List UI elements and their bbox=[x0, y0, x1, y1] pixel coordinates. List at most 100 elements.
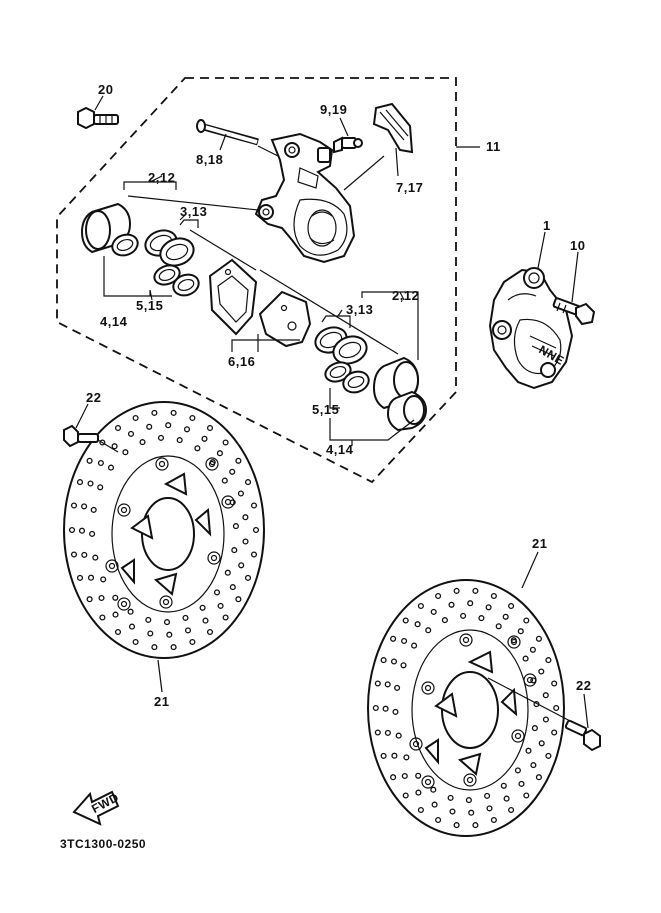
drilled-hole bbox=[147, 630, 154, 637]
drilled-hole bbox=[81, 551, 88, 558]
drilled-hole bbox=[414, 621, 421, 628]
callout-21-top: 21 bbox=[532, 536, 547, 551]
drilled-hole bbox=[415, 789, 422, 796]
drilled-hole bbox=[430, 786, 437, 793]
callout-22-left: 22 bbox=[86, 390, 101, 405]
drilled-hole bbox=[411, 642, 418, 649]
caliper-assembly: NNE bbox=[488, 267, 574, 390]
drilled-hole bbox=[401, 637, 408, 645]
callout-6-16: 6,16 bbox=[228, 354, 255, 369]
drilled-hole bbox=[535, 635, 542, 642]
drilled-hole bbox=[530, 762, 537, 769]
drilled-hole bbox=[165, 422, 172, 429]
drilled-hole bbox=[229, 468, 236, 475]
drilled-hole bbox=[235, 457, 242, 464]
drilled-hole bbox=[538, 668, 545, 675]
bolt-20 bbox=[77, 106, 119, 130]
callout-5-15-left: 5,15 bbox=[136, 298, 163, 313]
drilled-hole bbox=[374, 729, 381, 736]
drilled-hole bbox=[86, 457, 93, 464]
drilled-hole bbox=[170, 409, 177, 416]
drilled-hole bbox=[460, 612, 467, 619]
disc-bolt-left bbox=[63, 424, 99, 448]
drilled-hole bbox=[127, 608, 134, 615]
bolt-10 bbox=[552, 297, 596, 326]
drilled-hole bbox=[384, 729, 391, 736]
drilled-hole bbox=[182, 614, 189, 621]
drilled-hole bbox=[128, 623, 136, 630]
callout-2-12-right: 2,12 bbox=[392, 288, 419, 303]
drilled-hole bbox=[70, 502, 78, 509]
drilled-hole bbox=[514, 767, 521, 774]
drilled-hole bbox=[431, 801, 438, 808]
drilled-hole bbox=[374, 680, 381, 687]
drilled-hole bbox=[551, 729, 558, 736]
callout-4-14-right: 4,14 bbox=[326, 442, 354, 457]
drilled-hole bbox=[502, 613, 509, 620]
callout-22-right: 22 bbox=[576, 678, 591, 693]
brake-pad-outer bbox=[208, 258, 258, 336]
drilled-hole bbox=[112, 611, 119, 618]
drilled-hole bbox=[213, 589, 221, 596]
drilled-hole bbox=[542, 716, 549, 723]
drilled-hole bbox=[163, 619, 171, 626]
drilled-hole bbox=[402, 617, 409, 624]
drilled-hole bbox=[472, 822, 479, 829]
drilled-hole bbox=[99, 614, 106, 621]
drilled-hole bbox=[390, 635, 397, 642]
drilled-hole bbox=[199, 604, 206, 611]
drilled-hole bbox=[542, 692, 549, 699]
drilled-hole bbox=[235, 596, 242, 603]
drilled-hole bbox=[551, 680, 558, 687]
drilled-hole bbox=[238, 562, 245, 569]
drilled-hole bbox=[206, 424, 214, 432]
callout-4-14-left: 4,14 bbox=[100, 314, 128, 329]
callout-7-17: 7,17 bbox=[396, 180, 423, 195]
drilled-hole bbox=[392, 708, 399, 715]
caliper-assembly-boundary bbox=[56, 77, 457, 484]
drilled-hole bbox=[132, 638, 139, 646]
drilled-hole bbox=[216, 450, 223, 457]
drilled-hole bbox=[403, 754, 410, 761]
drilled-hole bbox=[87, 574, 95, 581]
drilled-hole bbox=[415, 772, 422, 779]
drilled-hole bbox=[531, 725, 538, 732]
drilled-hole bbox=[231, 547, 238, 554]
drilled-hole bbox=[242, 538, 249, 545]
drilled-hole bbox=[92, 554, 99, 561]
drilled-hole bbox=[449, 808, 456, 815]
drilled-hole bbox=[518, 780, 525, 787]
drilled-hole bbox=[517, 628, 524, 635]
callout-8-18: 8,18 bbox=[196, 152, 223, 167]
callout-3-13-left: 3,13 bbox=[180, 204, 207, 219]
drilled-hole bbox=[447, 794, 454, 801]
drilled-hole bbox=[478, 615, 485, 622]
drilled-hole bbox=[81, 503, 88, 510]
brake-disc-right bbox=[367, 579, 565, 837]
bleed-screw bbox=[333, 136, 363, 154]
drilled-hole bbox=[465, 797, 472, 804]
drilled-hole bbox=[545, 657, 552, 664]
diagram-code: 3TC1300-0250 bbox=[60, 837, 146, 851]
drilled-hole bbox=[244, 479, 252, 486]
callout-2-12-left: 2,12 bbox=[148, 170, 175, 185]
drilled-hole bbox=[111, 443, 118, 450]
drilled-hole bbox=[472, 587, 479, 594]
drilled-hole bbox=[435, 816, 442, 824]
drilled-hole bbox=[229, 584, 236, 591]
drilled-hole bbox=[252, 526, 260, 534]
drilled-hole bbox=[448, 601, 455, 608]
drilled-hole bbox=[70, 551, 78, 558]
drilled-hole bbox=[146, 423, 153, 430]
drilled-hole bbox=[229, 499, 236, 506]
drilled-hole bbox=[222, 439, 229, 446]
callout-1: 1 bbox=[543, 218, 551, 233]
drilled-hole bbox=[217, 602, 224, 609]
callout-20: 20 bbox=[98, 82, 113, 97]
drilled-hole bbox=[490, 816, 497, 824]
drilled-hole bbox=[166, 631, 173, 638]
drilled-hole bbox=[151, 409, 158, 416]
drilled-hole bbox=[189, 638, 196, 646]
drilled-hole bbox=[538, 740, 545, 747]
drilled-hole bbox=[417, 806, 424, 814]
